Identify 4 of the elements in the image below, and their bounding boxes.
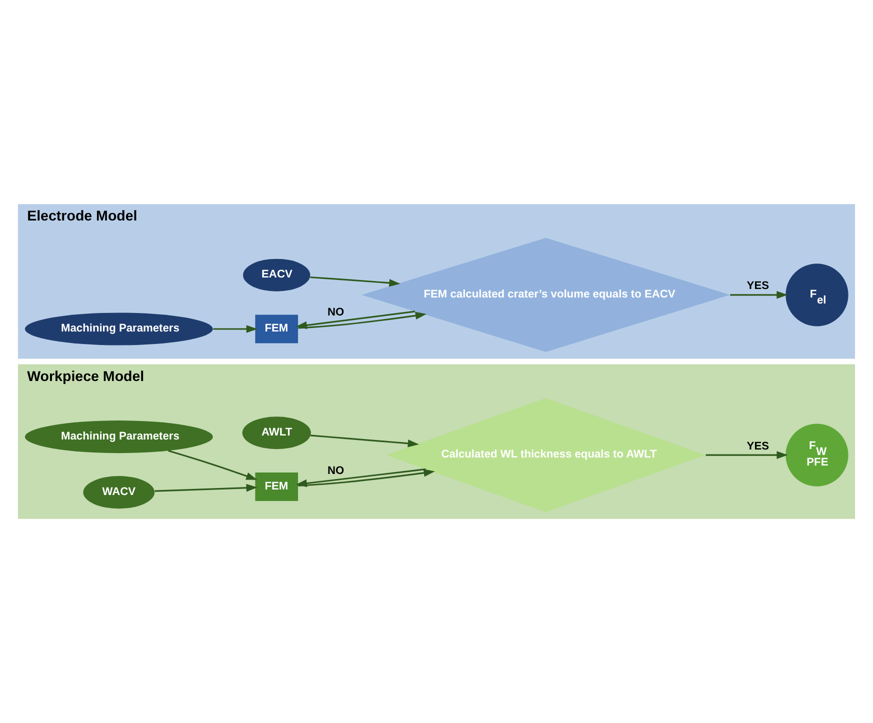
edge-label: YES [746, 280, 770, 292]
edge-label: NO [327, 464, 344, 477]
edge-label: NO [327, 306, 344, 318]
edge-label: YES [746, 440, 770, 452]
